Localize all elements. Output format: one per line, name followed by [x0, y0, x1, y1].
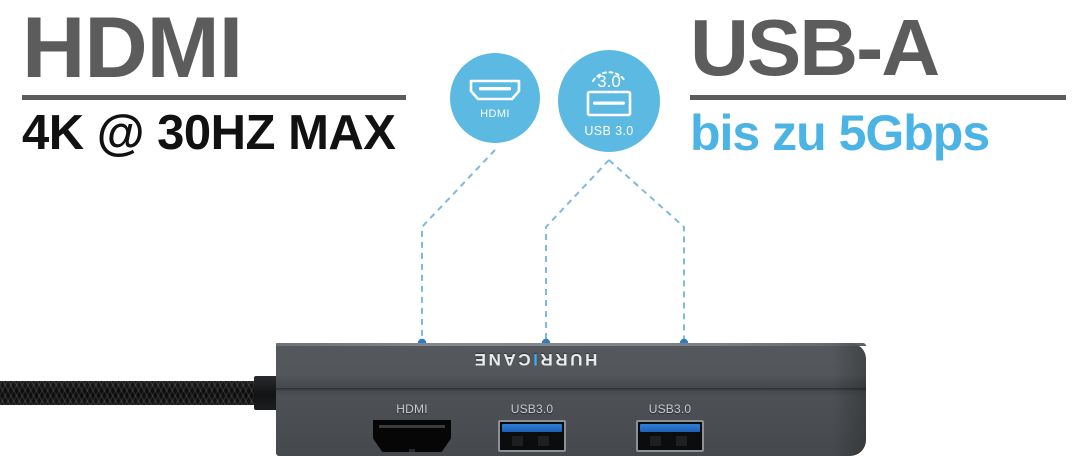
usb3-icon-label: USB 3.0 [584, 124, 634, 138]
usb-hub-device: HURRICANE HDMI USB3.0 USB3.0 [0, 343, 866, 456]
hdmi-headline-title: HDMI [22, 0, 243, 96]
brand-text-prefix: HURR [537, 350, 598, 369]
hdmi-feature-icon-badge: HDMI [450, 53, 540, 143]
feature-block-hdmi: HDMI 4K @ 30HZ MAX [22, 0, 418, 161]
device-port-hdmi: HDMI [373, 402, 451, 452]
usb3-feature-icon-badge: 3.0 USB 3.0 [558, 50, 660, 152]
hub-body-seam-line [276, 388, 866, 392]
hdmi-headline-subtitle: 4K @ 30HZ MAX [22, 106, 396, 160]
usb-a-port-icon: 3.0 [577, 64, 641, 120]
hub-end-cap-shading [832, 343, 866, 456]
usb-version-badge-text: 3.0 [597, 72, 621, 91]
hdmi-port-opening [373, 420, 451, 452]
device-port-usb3-2: USB3.0 [636, 402, 704, 452]
hurricane-brand-logo: HURRICANE [472, 349, 597, 369]
hdmi-headline-divider [22, 95, 406, 100]
cable-connector-collar [254, 376, 278, 410]
brand-text-suffix: CANE [472, 350, 531, 369]
brand-text-accent: I [530, 350, 538, 369]
usba-headline-title: USB-A [690, 3, 940, 92]
usb3-port-opening-2 [636, 420, 704, 452]
usb3-blue-insert-1 [502, 424, 562, 432]
usb3-port-opening-1 [498, 420, 566, 452]
braided-usb-c-cable [0, 381, 256, 405]
leader-line-hdmi [421, 149, 496, 343]
device-port-hdmi-label: HDMI [396, 402, 428, 416]
device-port-usb3-2-label: USB3.0 [648, 402, 692, 416]
usba-headline-divider [690, 95, 1066, 100]
device-port-usb3-1-label: USB3.0 [510, 402, 554, 416]
usb3-contact-2a [650, 436, 661, 446]
usb3-contact-1b [538, 436, 549, 446]
feature-block-usba: USB-A bis zu 5Gbps [690, 0, 1070, 161]
device-port-usb3-1: USB3.0 [498, 402, 566, 452]
usba-headline-subtitle: bis zu 5Gbps [690, 105, 990, 161]
usb3-contact-1a [512, 436, 523, 446]
hub-body-shell: HURRICANE HDMI USB3.0 USB3.0 [276, 343, 866, 456]
leader-line-usb2 [608, 159, 685, 343]
hub-top-edge-highlight [276, 343, 866, 346]
hdmi-port-icon [467, 77, 523, 103]
leader-line-usb1 [545, 159, 610, 343]
usb3-blue-insert-2 [640, 424, 700, 432]
usb3-contact-2b [676, 436, 687, 446]
hdmi-icon-label: HDMI [480, 107, 510, 120]
